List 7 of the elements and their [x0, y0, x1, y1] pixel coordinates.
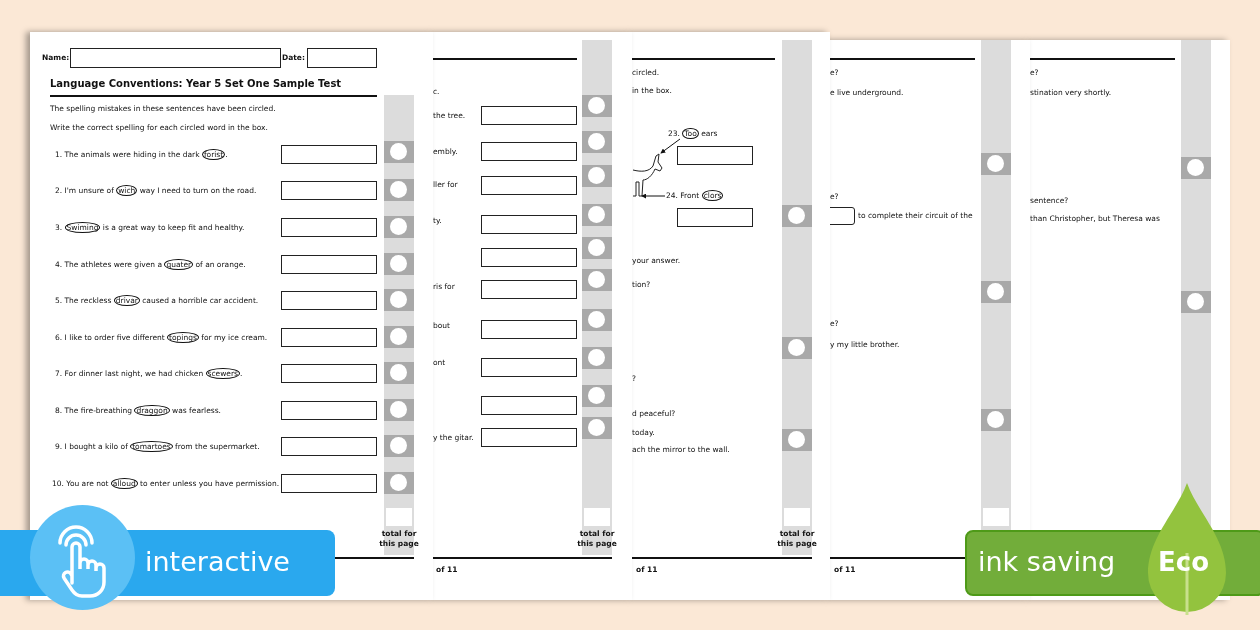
- leader-line: [641, 193, 666, 199]
- badge-label: Eco: [1158, 546, 1210, 579]
- worksheet-title: Language Conventions: Year 5 Set One Sample Test: [50, 78, 342, 89]
- badge-label: interactive: [145, 545, 290, 579]
- badge-label: ink saving: [978, 545, 1116, 579]
- leader-line: [660, 138, 681, 154]
- donkey-drawing: [633, 152, 663, 200]
